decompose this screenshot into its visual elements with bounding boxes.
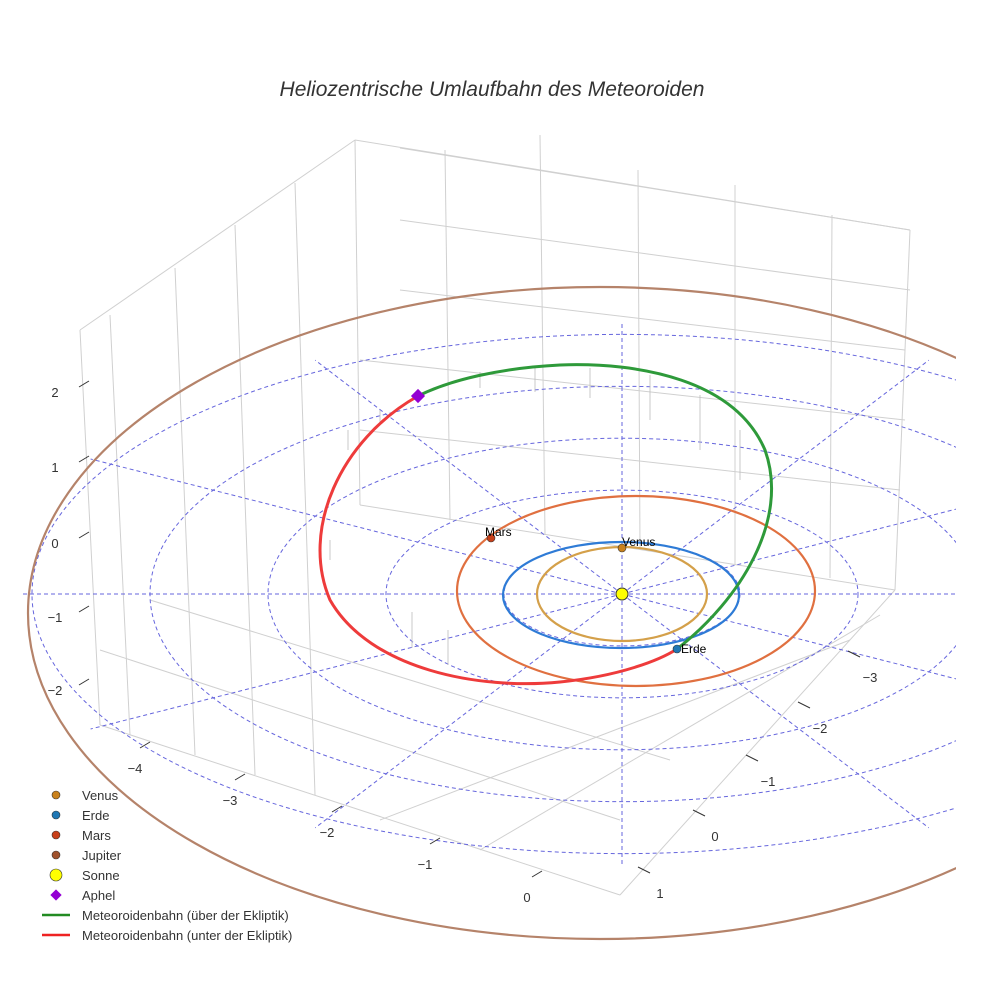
axis-box-grid	[79, 134, 911, 896]
legend-item[interactable]: Jupiter	[51, 848, 122, 863]
planet-orbits	[27, 285, 956, 941]
y-axis-tick-label: −3	[863, 670, 878, 685]
grid-spoke	[314, 359, 623, 595]
orbit-jupiter	[27, 285, 956, 941]
grid-spoke	[90, 593, 623, 730]
y-axis-tick-label: 1	[656, 886, 663, 901]
legend-label: Erde	[82, 808, 109, 823]
legend-label: Venus	[82, 788, 119, 803]
grid-spoke	[314, 593, 623, 829]
legend-item[interactable]: Erde	[51, 808, 109, 823]
venus-label: Venus	[622, 535, 655, 549]
legend-item[interactable]: Aphel	[50, 888, 115, 903]
legend-item[interactable]: Mars	[51, 828, 111, 843]
ecliptic-grid-spokes	[20, 324, 956, 864]
x-axis-tick-label: −1	[418, 857, 433, 872]
legend-diamond-icon	[50, 889, 62, 901]
grid-ring	[385, 489, 859, 699]
x-axis-tick-label: −2	[320, 825, 335, 840]
z-axis-tick-label: 1	[51, 460, 58, 475]
meteoroid-orbit-above	[417, 363, 774, 651]
grid-spoke	[621, 593, 930, 829]
legend-circle-icon	[51, 830, 61, 840]
x-axis-tick-label: 0	[523, 890, 530, 905]
legend-circle-icon	[51, 850, 61, 860]
legend-circle-icon	[51, 790, 61, 800]
y-axis-tick-mark	[797, 701, 811, 709]
orbit-mars	[455, 494, 817, 688]
chart-title: Heliozentrische Umlaufbahn des Meteoroid…	[280, 78, 705, 101]
grid-spoke	[90, 458, 623, 595]
y-axis-tick-mark	[692, 809, 706, 817]
z-axis-tick-mark	[78, 531, 90, 539]
x-axis-tick-mark	[531, 870, 543, 878]
z-axis-tick-label: 2	[51, 385, 58, 400]
x-axis-tick-label: −4	[128, 761, 143, 776]
y-axis-tick-mark	[745, 754, 759, 762]
legend-label: Aphel	[82, 888, 115, 903]
earth-marker[interactable]	[672, 644, 682, 654]
y-axis-tick-label: −2	[813, 721, 828, 736]
venus-marker[interactable]	[617, 543, 627, 553]
legend-item[interactable]: Venus	[51, 788, 119, 803]
drop-lines	[329, 367, 741, 665]
grid-spoke	[621, 359, 930, 595]
y-axis-tick-label: 0	[711, 829, 718, 844]
mars-marker[interactable]	[486, 533, 496, 543]
y-axis-tick-mark	[637, 866, 651, 874]
z-axis-tick-mark	[78, 605, 90, 613]
x-axis-tick-mark	[139, 741, 151, 749]
x-axis-tick-mark	[429, 837, 441, 845]
z-axis-tick-label: −1	[48, 610, 63, 625]
meteoroid-orbit-below	[318, 394, 678, 686]
axis-ticks: 2 1 0 −1 −2 −4 −3 −2 −1 0 −3 −2 −1 0 1	[48, 380, 878, 905]
x-axis-tick-label: −3	[223, 793, 238, 808]
orbit-erde	[501, 540, 741, 650]
legend-label: Meteoroidenbahn (unter der Ekliptik)	[82, 928, 292, 943]
mars-label: Mars	[485, 525, 512, 539]
y-axis-tick-label: −1	[761, 774, 776, 789]
legend-label: Sonne	[82, 868, 120, 883]
x-axis-tick-mark	[234, 773, 246, 781]
earth-label: Erde	[681, 642, 707, 656]
legend-item[interactable]: Sonne	[49, 868, 120, 883]
legend-label: Meteoroidenbahn (über der Ekliptik)	[82, 908, 289, 923]
z-axis-tick-mark	[78, 455, 90, 463]
legend-label: Jupiter	[82, 848, 122, 863]
legend-label: Mars	[82, 828, 111, 843]
y-axis-tick-mark	[847, 650, 861, 658]
legend-circle-icon	[51, 810, 61, 820]
z-axis-tick-mark	[78, 380, 90, 388]
legend: VenusErdeMarsJupiterSonneAphelMeteoroide…	[42, 788, 292, 943]
legend-item[interactable]: Meteoroidenbahn (über der Ekliptik)	[42, 908, 289, 923]
grid-spoke	[621, 508, 956, 595]
z-axis-tick-label: 0	[51, 536, 58, 551]
z-axis-tick-label: −2	[48, 683, 63, 698]
z-axis-tick-mark	[78, 678, 90, 686]
aphel-marker[interactable]	[410, 388, 426, 404]
x-axis-tick-mark	[331, 805, 343, 813]
sun-marker[interactable]	[615, 587, 629, 601]
legend-item[interactable]: Meteoroidenbahn (unter der Ekliptik)	[42, 928, 292, 943]
legend-circle-icon	[49, 868, 63, 882]
grid-spoke	[621, 593, 956, 680]
